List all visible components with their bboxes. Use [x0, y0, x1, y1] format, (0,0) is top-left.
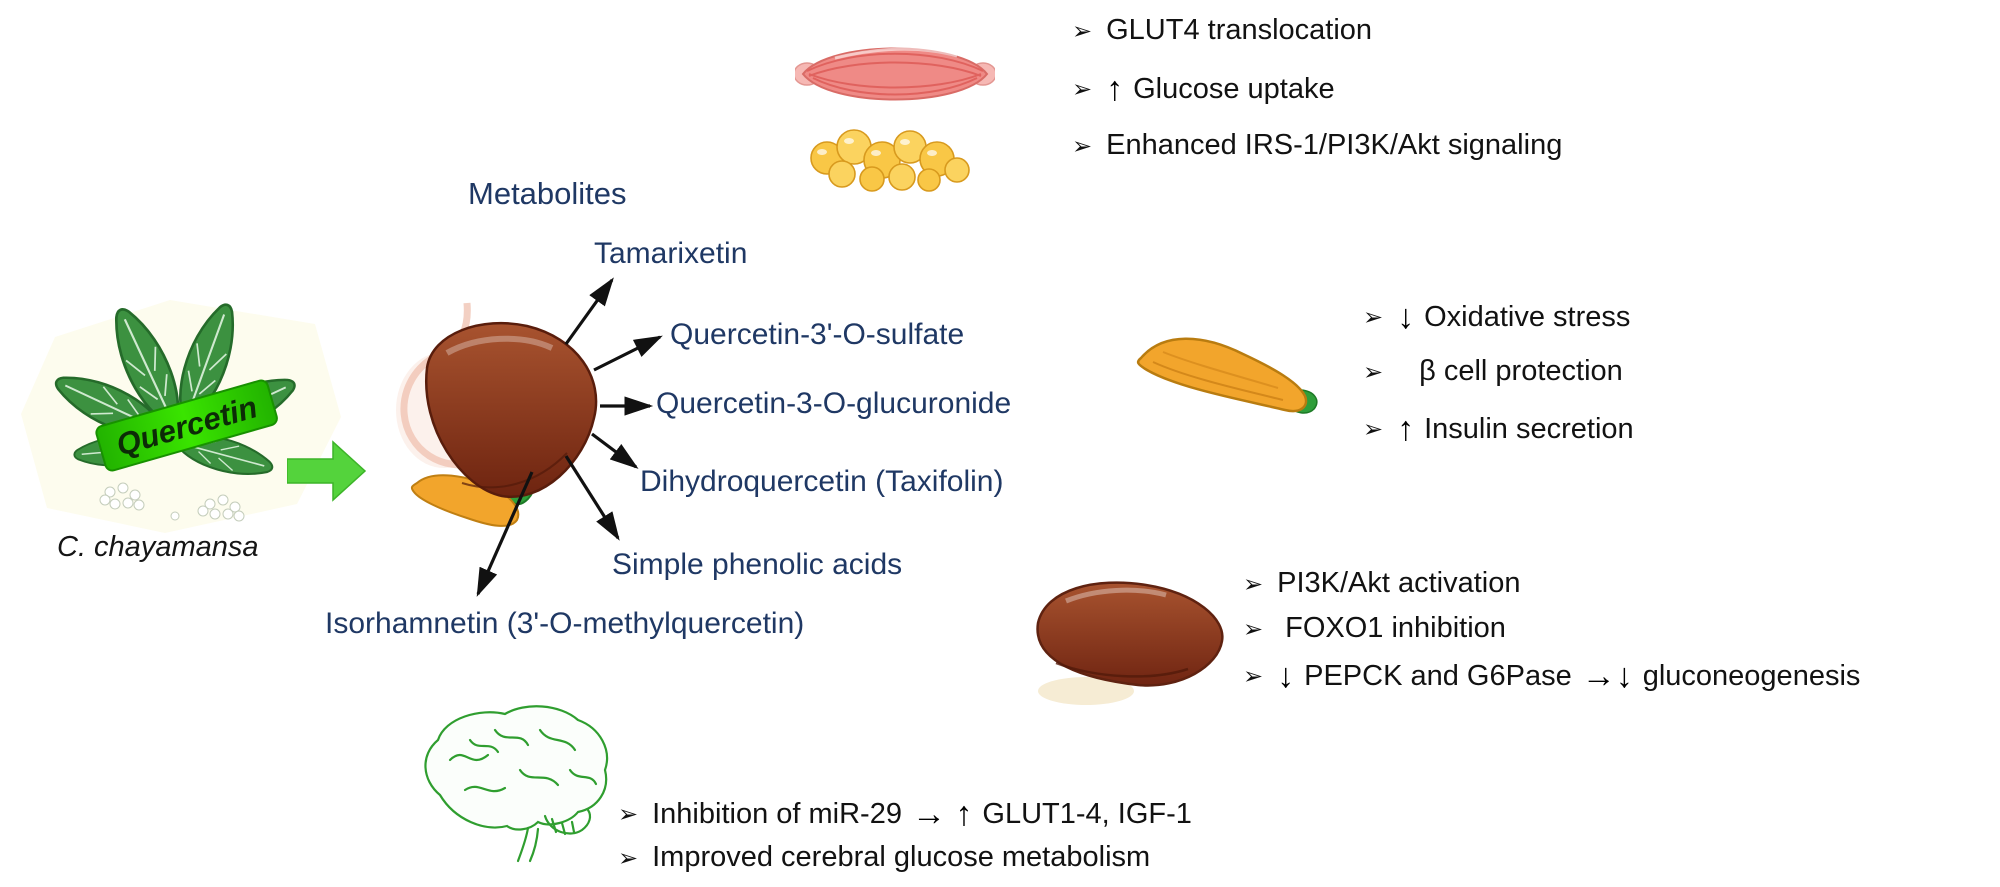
metabolite-quercetin-3-o-sulfate: Quercetin-3'-O-sulfate: [670, 318, 965, 351]
bullet-arrowhead-icon: ➢: [1243, 663, 1264, 690]
bullet-glucose-uptake: ➢ ↑ Glucose uptake: [1072, 72, 1335, 106]
green-right-arrow-icon: [287, 440, 367, 502]
bullet-text: β cell protection: [1419, 355, 1623, 387]
up-arrow-icon: ↑: [1106, 70, 1124, 108]
bullet-arrowhead-icon: ➢: [618, 801, 639, 828]
bullet-text: FOXO1 inhibition: [1285, 612, 1506, 644]
plant-caption: C. chayamansa: [57, 531, 259, 563]
metabolites-header: Metabolites: [468, 176, 627, 211]
right-up-arrow-icon: → ↑: [911, 795, 973, 833]
bullet-insulin-secretion: ➢ ↑ Insulin secretion: [1363, 412, 1634, 446]
bullet-cerebral-glucose-metabolism: ➢ Improved cerebral glucose metabolism: [618, 843, 1150, 872]
metabolite-quercetin-3-o-glucuronide: Quercetin-3-O-glucuronide: [656, 387, 1012, 420]
bullet-arrowhead-icon: ➢: [618, 844, 639, 872]
bullet-text-tail: GLUT1-4, IGF-1: [982, 797, 1192, 830]
bullet-text: Improved cerebral glucose metabolism: [652, 841, 1151, 873]
metabolite-isorhamnetin: Isorhamnetin (3'-O-methylquercetin): [325, 607, 805, 640]
bullet-mir29-inhibition: ➢ Inhibition of miR-29 → ↑ GLUT1-4, IGF-…: [618, 797, 1192, 831]
bullet-arrowhead-icon: ➢: [1072, 132, 1093, 160]
bullet-oxidative-stress: ➢ ↓ Oxidative stress: [1363, 300, 1630, 334]
bullet-glut4-translocation: ➢ GLUT4 translocation: [1072, 16, 1372, 45]
bullet-text-tail: gluconeogenesis: [1642, 659, 1861, 692]
bullet-pi3k-akt-activation: ➢ PI3K/Akt activation: [1243, 569, 1521, 598]
bullet-text: Enhanced IRS-1/PI3K/Akt signaling: [1106, 129, 1563, 161]
bullet-arrowhead-icon: ➢: [1243, 615, 1264, 643]
bullet-text: Oxidative stress: [1424, 300, 1631, 333]
brain-icon: [424, 705, 609, 863]
bullet-text: Inhibition of miR-29: [652, 797, 902, 830]
bullet-arrowhead-icon: ➢: [1072, 17, 1093, 45]
bullet-text: PI3K/Akt activation: [1277, 567, 1521, 599]
bullet-arrowhead-icon: ➢: [1363, 358, 1384, 386]
up-arrow-icon: ↑: [1397, 410, 1415, 448]
metabolite-tamarixetin: Tamarixetin: [594, 237, 748, 270]
adipose-tissue-icon: [810, 129, 970, 192]
flower-cluster-icon: [99, 482, 245, 522]
bullet-irs1-pi3k-akt: ➢ Enhanced IRS-1/PI3K/Akt signaling: [1072, 131, 1562, 160]
chaya-plant-icon: Quercetin: [21, 297, 341, 533]
bullet-text: PEPCK and G6Pase: [1304, 659, 1572, 692]
liver-pancreas-stomach-icon: [396, 302, 598, 527]
right-down-arrow-icon: →↓: [1581, 657, 1633, 695]
bullet-text: Glucose uptake: [1133, 72, 1335, 105]
bullet-arrowhead-icon: ➢: [1363, 416, 1384, 443]
bullet-pepck-g6pase: ➢ ↓ PEPCK and G6Pase →↓ gluconeogenesis: [1243, 659, 1860, 693]
down-arrow-icon: ↓: [1277, 657, 1295, 695]
skeletal-muscle-icon: [795, 47, 995, 101]
liver-central-icon: [424, 321, 598, 499]
bullet-text: Insulin secretion: [1424, 412, 1634, 445]
down-arrow-icon: ↓: [1397, 298, 1415, 336]
liver-icon: [1036, 581, 1224, 705]
bullet-text: GLUT4 translocation: [1106, 14, 1373, 46]
metabolite-dihydroquercetin: Dihydroquercetin (Taxifolin): [640, 465, 1004, 498]
pancreas-icon: [1136, 337, 1318, 414]
bullet-foxo1-inhibition: ➢ FOXO1 inhibition: [1243, 614, 1506, 643]
bullet-beta-cell-protection: ➢ β cell protection: [1363, 357, 1623, 386]
bullet-arrowhead-icon: ➢: [1363, 304, 1384, 331]
bullet-arrowhead-icon: ➢: [1072, 76, 1093, 103]
bullet-arrowhead-icon: ➢: [1243, 570, 1264, 598]
metabolite-simple-phenolic-acids: Simple phenolic acids: [612, 548, 903, 581]
